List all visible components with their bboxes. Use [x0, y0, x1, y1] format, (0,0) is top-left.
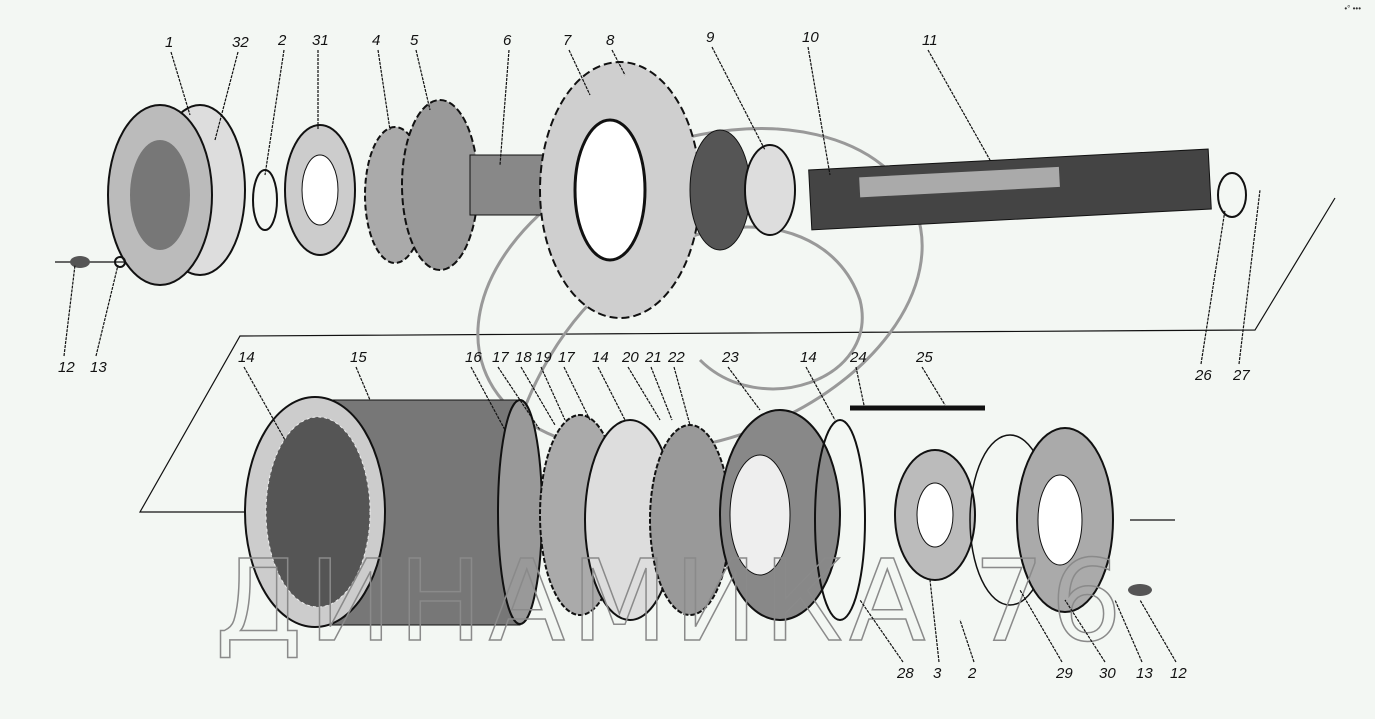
leader-line	[415, 49, 431, 111]
leader-line	[927, 49, 991, 161]
part-label-14: 14	[800, 349, 817, 366]
part-label-12: 12	[58, 359, 75, 376]
bottom-drum-assembly	[244, 396, 1152, 628]
part-label-22: 22	[667, 349, 685, 366]
part-label-4: 4	[372, 32, 380, 49]
part-label-14: 14	[592, 349, 609, 366]
leader-line	[627, 366, 661, 421]
leader-line	[355, 366, 371, 401]
leader-line	[1238, 189, 1261, 365]
leader-line	[568, 49, 591, 96]
leader-line	[1139, 599, 1177, 663]
part-label-3: 3	[933, 665, 942, 682]
part-label-23: 23	[721, 349, 739, 366]
bolt-12-bottom	[1128, 584, 1152, 596]
watermark-text: ДИНАМИКА 76	[215, 537, 1128, 667]
leader-line	[63, 264, 76, 357]
part-label-31: 31	[312, 32, 329, 49]
part-label-13: 13	[1136, 665, 1153, 682]
leader-line	[95, 264, 119, 357]
leader-line	[921, 366, 946, 406]
part-label-15: 15	[350, 349, 367, 366]
part-label-9: 9	[706, 29, 715, 46]
part-label-7: 7	[563, 32, 572, 49]
bolt-12-top	[70, 256, 90, 268]
washer-13-top	[114, 256, 126, 268]
part-label-25: 25	[915, 349, 933, 366]
part-label-19: 19	[535, 349, 552, 366]
part-label-16: 16	[465, 349, 482, 366]
part-label-1: 1	[165, 34, 173, 51]
part-label-29: 29	[1055, 665, 1073, 682]
part-label-2: 2	[967, 665, 977, 682]
leader-line	[170, 51, 191, 116]
part-label-27: 27	[1232, 367, 1250, 384]
part-label-14: 14	[238, 349, 255, 366]
part-label-10: 10	[802, 29, 819, 46]
part-label-26: 26	[1194, 367, 1212, 384]
leader-line	[214, 51, 239, 141]
leader-line	[540, 366, 566, 421]
leader-line	[1064, 599, 1106, 663]
leader-line	[497, 366, 541, 431]
part-label-24: 24	[849, 349, 867, 366]
leader-line	[499, 49, 510, 166]
snap-ring-26	[1217, 172, 1247, 218]
leader-line	[959, 619, 975, 663]
leader-line	[711, 46, 766, 151]
part-label-17: 17	[558, 349, 575, 366]
leader-line	[563, 366, 591, 421]
leader-line	[1200, 209, 1226, 365]
leader-line	[859, 599, 904, 663]
leader-line	[1019, 589, 1063, 663]
part-label-2: 2	[277, 32, 287, 49]
leader-line	[611, 49, 626, 76]
part-label-20: 20	[621, 349, 639, 366]
part-label-18: 18	[515, 349, 532, 366]
leader-line	[805, 366, 836, 421]
leader-line	[673, 366, 691, 426]
top-shaft-assembly	[70, 61, 1247, 411]
part-label-11: 11	[922, 32, 938, 49]
part-label-28: 28	[896, 665, 914, 682]
leader-line	[650, 366, 673, 421]
leader-line	[597, 366, 626, 421]
part-label-32: 32	[232, 34, 249, 51]
part-label-12: 12	[1170, 665, 1187, 682]
corner-mark: •° •••	[1344, 4, 1361, 13]
leader-line	[243, 366, 286, 441]
part-label-8: 8	[606, 32, 615, 49]
part-label-21: 21	[644, 349, 662, 366]
part-label-5: 5	[410, 32, 419, 49]
leader-line	[727, 366, 761, 411]
part-label-13: 13	[90, 359, 107, 376]
leader-line	[929, 579, 940, 663]
gear-5	[401, 99, 479, 271]
bearing-9	[744, 144, 796, 236]
leader-line	[520, 366, 556, 426]
leader-line	[807, 46, 831, 176]
leader-line	[855, 366, 866, 411]
part-label-6: 6	[503, 32, 512, 49]
ring-2	[252, 169, 278, 231]
hub-7	[689, 129, 751, 251]
ring-14-right	[814, 419, 866, 621]
leader-line	[264, 49, 285, 176]
part-label-17: 17	[492, 349, 509, 366]
part-label-30: 30	[1099, 665, 1116, 682]
leader-line	[1114, 599, 1143, 663]
leader-line	[377, 49, 391, 131]
